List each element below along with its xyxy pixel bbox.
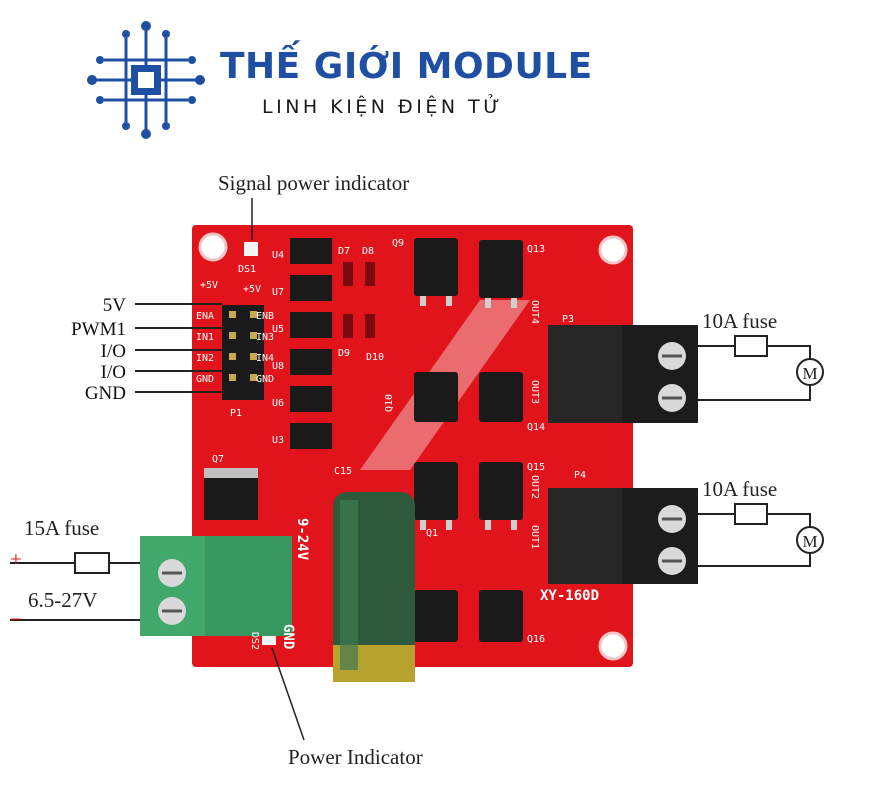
pin-label-4: GND	[85, 383, 126, 404]
silk-header-right-3: GND	[256, 374, 274, 385]
silk-plus5v: +5V	[200, 280, 218, 291]
silk-p3: P3	[562, 314, 574, 325]
silk-d-1: D8	[362, 246, 374, 257]
power-indicator-label: Power Indicator	[288, 745, 423, 769]
silk-header-left-0: ENA	[196, 311, 214, 322]
silk-u-5: U3	[272, 435, 284, 446]
silk-q-top-0: Q9	[392, 238, 404, 249]
silk-ds1: DS1	[238, 264, 256, 275]
silk-gnd: GND	[280, 624, 296, 649]
motor-1-label: M	[802, 364, 817, 383]
mosfets	[414, 238, 523, 642]
input-terminal	[140, 536, 292, 636]
silk-u-4: U6	[272, 398, 284, 409]
power-indicator-leader	[271, 647, 305, 741]
pin-label-3: I/O	[101, 362, 126, 383]
silk-d-2: D9	[338, 348, 350, 359]
pcb-board: +5V +5V DS1 P1 P3 P4 Q7 C15 9-24V GND DS…	[140, 225, 698, 682]
silk-out-2: OUT2	[529, 475, 540, 499]
silk-header-left-3: GND	[196, 374, 214, 385]
motor-1-icon	[796, 358, 824, 386]
pin-lines	[135, 303, 222, 393]
silk-q-top-2: Q10	[384, 394, 395, 412]
silk-q7: Q7	[212, 454, 224, 465]
silk-out-1: OUT3	[529, 380, 540, 404]
silk-plus5v-2: +5V	[243, 284, 261, 295]
pin-label-2: I/O	[101, 341, 126, 362]
motor-2-label: M	[802, 532, 817, 551]
pin-label-0: 5V	[103, 295, 127, 316]
silk-q-top-1: Q13	[527, 244, 545, 255]
diodes	[343, 262, 375, 338]
silk-q-bottom-2: Q16	[527, 634, 545, 645]
silk-u-1: U7	[272, 287, 284, 298]
input-fuse-label: 15A fuse	[24, 516, 99, 540]
silk-d-3: D10	[366, 352, 384, 363]
silk-p1: P1	[230, 408, 242, 419]
silk-q-bottom-1: Q1	[426, 528, 438, 539]
output-fuse-1-icon	[734, 335, 768, 357]
silk-header-left-1: IN1	[196, 332, 214, 343]
silk-header-right-2: IN4	[256, 353, 274, 364]
plus-sign: +	[10, 547, 22, 571]
capacitor-c15	[333, 492, 415, 682]
output-fuse-2-label: 10A fuse	[702, 477, 777, 501]
silk-q-top-3: Q14	[527, 422, 545, 433]
silk-q-bottom-0: Q15	[527, 462, 545, 473]
input-fuse-icon	[74, 552, 110, 574]
brand-logo-icon	[87, 21, 205, 139]
output-fuse-1-label: 10A fuse	[702, 309, 777, 333]
pin-label-1: PWM1	[71, 319, 126, 340]
brand-title: THẾ GIỚI MODULE	[220, 40, 593, 87]
board-model: XY-160D	[540, 588, 599, 604]
optocoupler-chips	[290, 238, 332, 449]
minus-sign: −	[10, 607, 22, 631]
silk-ds2: DS2	[249, 632, 260, 650]
output-terminal-1	[548, 325, 698, 423]
silk-c15: C15	[334, 466, 352, 477]
input-wiring	[10, 552, 140, 621]
motor-2-icon	[796, 526, 824, 554]
pin-header	[222, 305, 264, 400]
silk-header-left-2: IN2	[196, 353, 214, 364]
silk-out-0: OUT4	[529, 300, 540, 324]
output-fuse-2-icon	[734, 503, 768, 525]
silk-p4: P4	[574, 470, 586, 481]
silk-u-3: U8	[272, 361, 284, 372]
silk-u-2: U5	[272, 324, 284, 335]
output-terminal-2	[548, 488, 698, 584]
brand-subtitle: LINH KIỆN ĐIỆN TỬ	[262, 93, 503, 118]
silk-d-0: D7	[338, 246, 350, 257]
silk-header-right-0: ENB	[256, 311, 274, 322]
output-wiring-1	[698, 345, 811, 401]
silk-header-right-1: IN3	[256, 332, 274, 343]
output-wiring-2	[698, 513, 811, 567]
silk-vin: 9-24V	[294, 518, 310, 561]
silk-out-3: OUT1	[529, 525, 540, 549]
signal-led	[244, 242, 258, 256]
voltage-label: 6.5-27V	[28, 588, 97, 612]
signal-indicator-label: Signal power indicator	[218, 171, 409, 195]
silk-u-0: U4	[272, 250, 284, 261]
